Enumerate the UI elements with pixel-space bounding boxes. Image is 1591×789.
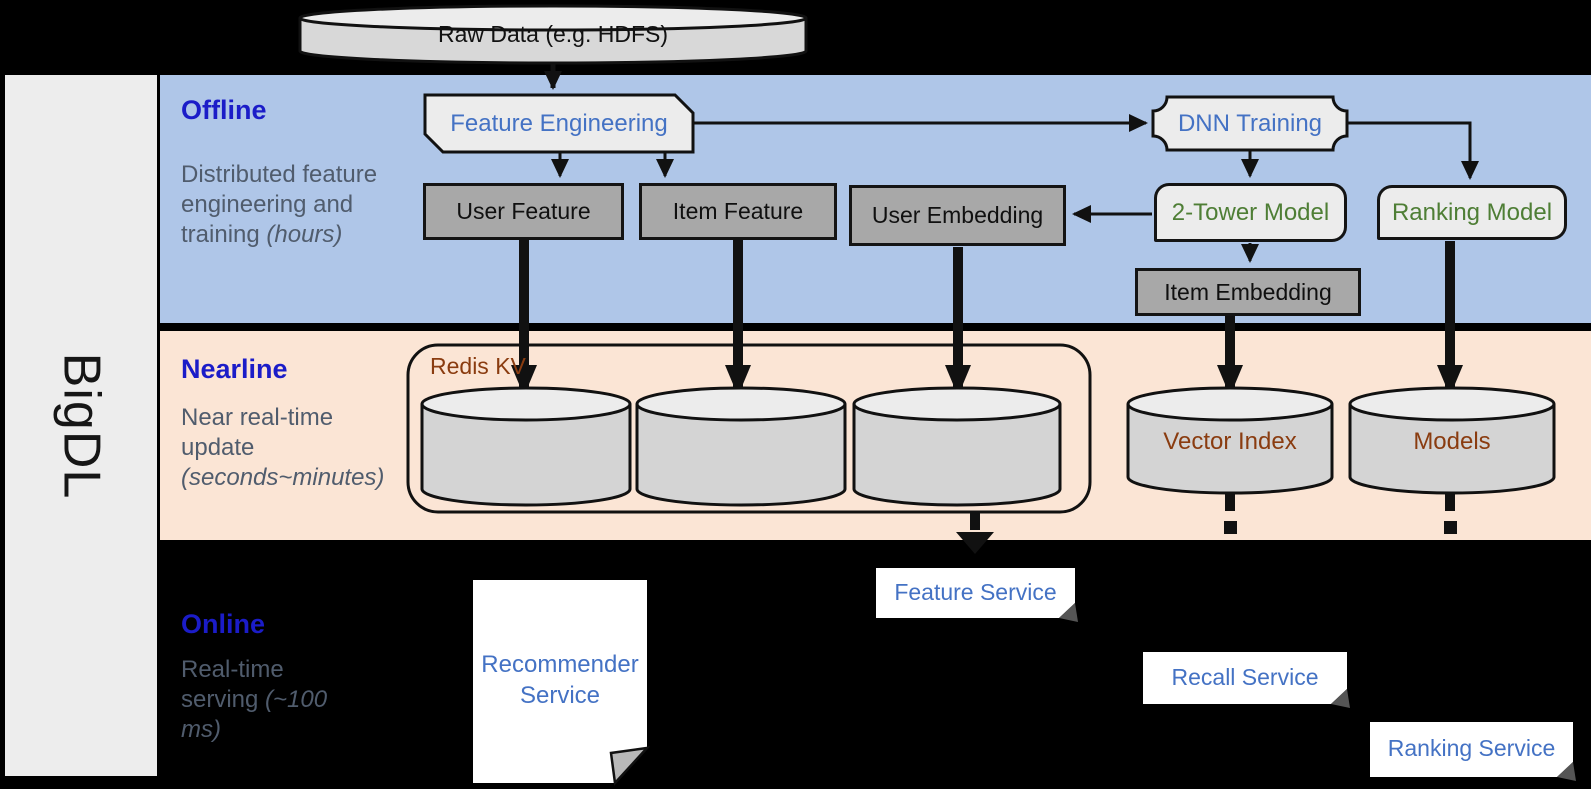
item-embedding-label: Item Embedding: [1164, 278, 1332, 305]
ranking-model-label: Ranking Model: [1391, 198, 1553, 226]
nearline-section-description: Near real-time update (seconds~minutes): [181, 404, 385, 491]
ranking-model-box: Ranking Model: [1377, 185, 1567, 240]
redis-kv-label: Redis KV: [430, 352, 526, 379]
nearline-section-title: Nearline: [181, 353, 288, 384]
vector-index-label: Vector Index: [1163, 428, 1297, 455]
two-tower-model-box: 2-Tower Model: [1154, 183, 1347, 242]
offline-section-title: Offline: [181, 94, 267, 125]
raw-data-label: Raw Data (e.g. HDFS): [437, 20, 669, 47]
recall-service-label: Recall Service: [1171, 663, 1319, 690]
user-feature-label: User Feature: [456, 198, 591, 224]
two-tower-model-label: 2-Tower Model: [1171, 198, 1330, 226]
ranking-service-label: Ranking Service: [1387, 734, 1556, 761]
models-label: Models: [1413, 428, 1491, 455]
bigdl-logo: BigDL: [51, 352, 110, 499]
user-embedding-box: User Embedding: [849, 185, 1066, 246]
item-feature-box: Item Feature: [639, 183, 837, 240]
feature-service-label: Feature Service: [894, 578, 1057, 605]
feature-engineering-label: Feature Engineering: [450, 109, 668, 137]
offline-section-description: Distributed feature engineering and trai…: [181, 161, 378, 248]
dnn-training-label: DNN Training: [1177, 109, 1323, 137]
recommender-service-label: Recommender Service: [481, 650, 639, 709]
user-feature-box: User Feature: [423, 183, 624, 240]
bigdl-sidebar: BigDL: [5, 75, 157, 776]
online-section-description: Real-time serving (~100 ms): [181, 656, 328, 743]
online-section-title: Online: [181, 608, 266, 639]
user-embedding-label: User Embedding: [871, 202, 1044, 228]
item-feature-label: Item Feature: [672, 198, 804, 224]
item-embedding-box: Item Embedding: [1135, 268, 1361, 316]
